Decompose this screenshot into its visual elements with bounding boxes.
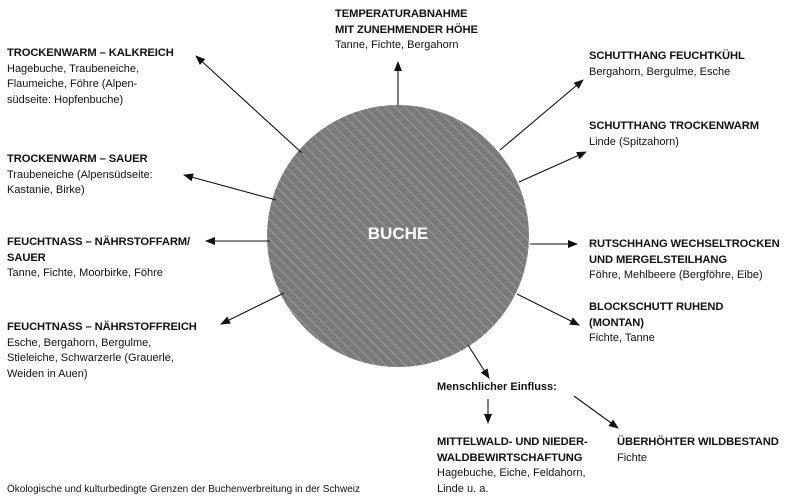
node-title: (MONTAN) (589, 316, 644, 329)
node-title: FEUCHTNASS – NÄHRSTOFFREICH (7, 321, 197, 333)
arrow-trockenwarm (518, 151, 587, 183)
node-sauer: TROCKENWARM – SAUER Traubeneiche (Alpens… (7, 152, 153, 199)
node-species: Esche, Bergahorn, Bergulme, (7, 336, 152, 349)
node-blockschutt: BLOCKSCHUTT RUHEND (MONTAN) Fichte, Tann… (589, 300, 723, 347)
node-naehrstoffreich: FEUCHTNASS – NÄHRSTOFFREICH Esche, Berga… (7, 320, 197, 382)
node-title: FEUCHTNASS – NÄHRSTOFFARM/ (7, 236, 191, 248)
node-species: südseite: Hopfenbuche) (7, 93, 124, 106)
node-rutschhang: RUTSCHHANG WECHSELTROCKEN UND MERGELSTEI… (589, 237, 780, 284)
figure-caption: Ökologische und kulturbedingte Grenzen d… (7, 484, 360, 495)
center-label: BUCHE (367, 224, 429, 243)
node-species: Föhre, Mehlbeere (Bergföhre, Eibe) (589, 269, 763, 281)
node-species: Traubeneiche (Alpensüdseite: (7, 168, 153, 181)
node-title: SCHUTTHANG TROCKENWARM (589, 120, 759, 132)
node-feuchtkuehl: SCHUTTHANG FEUCHTKÜHL Bergahorn, Bergulm… (589, 49, 745, 80)
arrow-human (467, 344, 490, 379)
node-species: Flaumeiche, Föhre (Alpen- (7, 78, 138, 90)
node-species: Fichte, Tanne (589, 332, 655, 344)
node-species: Fichte (617, 451, 647, 464)
arrow-naehrstoffreich (220, 292, 285, 325)
human-influence-label: Menschlicher Einfluss: (437, 381, 557, 393)
node-title: MITTELWALD- UND NIEDER- (437, 436, 588, 448)
node-wildbestand: ÜBERHÖHTER WILDBESTAND Fichte (617, 435, 779, 466)
node-mittelwald: MITTELWALD- UND NIEDER- WALDBEWIRTSCHAFT… (437, 435, 588, 497)
node-species: Bergahorn, Bergulme, Esche (589, 65, 731, 78)
node-title: UND MERGELSTEILHANG (589, 253, 727, 266)
arrow-blockschutt (516, 293, 580, 326)
node-title: WALDBEWIRTSCHAFTUNG (437, 451, 583, 464)
beech-circle (267, 105, 529, 367)
node-species: Stieleiche, Schwarzerle (Grauerle, (7, 352, 174, 364)
node-temperatur: TEMPERATURABNAHME MIT ZUNEHMENDER HÖHE T… (335, 7, 478, 54)
node-title: MIT ZUNEHMENDER HÖHE (335, 23, 478, 36)
node-species: Linde u. a. (437, 482, 489, 495)
arrow-feuchtkuehl (499, 79, 584, 151)
node-title: SAUER (7, 251, 46, 264)
node-title: SCHUTTHANG FEUCHTKÜHL (589, 50, 745, 62)
node-naehrstoffarm: FEUCHTNASS – NÄHRSTOFFARM/ SAUER Tanne, … (7, 235, 190, 282)
node-title: TROCKENWARM – SAUER (7, 153, 148, 165)
arrow-kalkreich (195, 55, 303, 154)
node-species: Tanne, Fichte, Moorbirke, Föhre (7, 267, 163, 279)
node-title: RUTSCHHANG WECHSELTROCKEN (589, 238, 780, 250)
node-species: Hagebuche, Eiche, Feldahorn, (437, 467, 586, 479)
node-title: TEMPERATURABNAHME (335, 8, 468, 20)
node-title: ÜBERHÖHTER WILDBESTAND (617, 436, 779, 448)
node-trockenwarm: SCHUTTHANG TROCKENWARM Linde (Spitzahorn… (589, 119, 759, 150)
node-title: TROCKENWARM – KALKREICH (7, 47, 174, 59)
node-species: Linde (Spitzahorn) (589, 135, 679, 148)
node-species: Weiden in Auen) (7, 367, 88, 380)
arrow-sauer (183, 173, 277, 201)
node-species: Tanne, Fichte, Bergahorn (335, 39, 459, 51)
node-species: Kastanie, Birke) (7, 184, 85, 196)
arrow-wildbestand (573, 395, 619, 429)
node-kalkreich: TROCKENWARM – KALKREICH Hagebuche, Traub… (7, 46, 174, 108)
node-species: Hagebuche, Traubeneiche, (7, 62, 140, 75)
node-title: BLOCKSCHUTT RUHEND (589, 301, 724, 313)
